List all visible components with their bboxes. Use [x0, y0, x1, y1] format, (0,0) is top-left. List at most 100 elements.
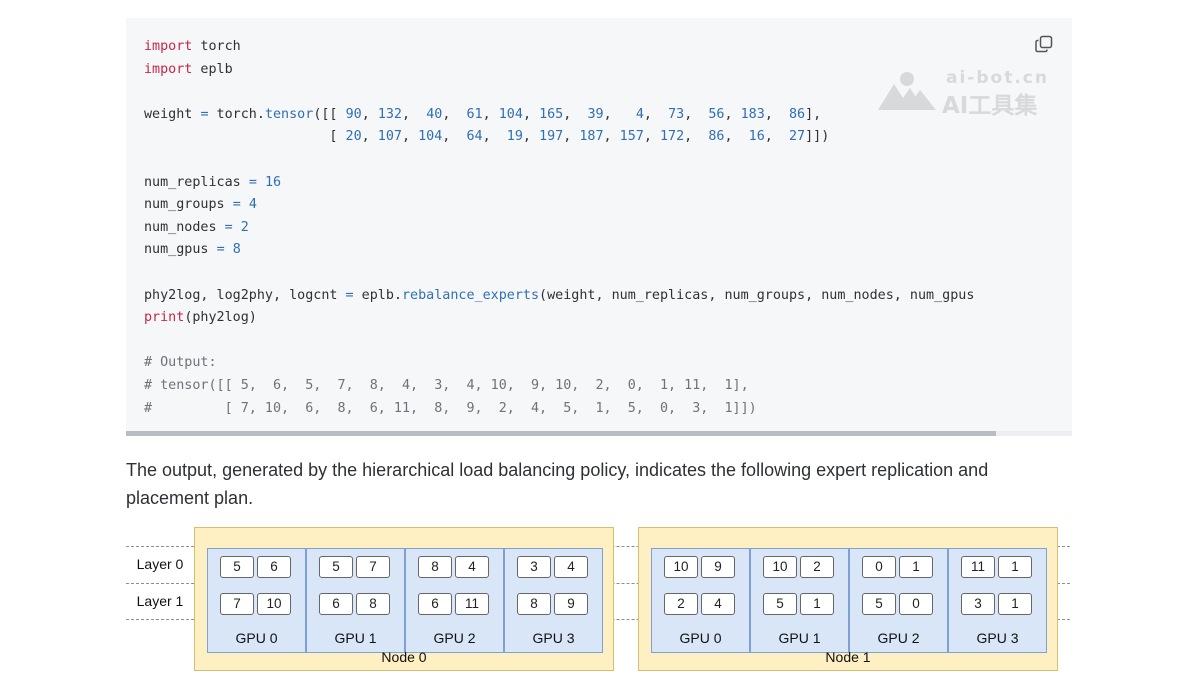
expert-box: 2: [800, 556, 834, 578]
code-line: weight = torch.tensor([[ 90, 132, 40, 61…: [144, 104, 974, 127]
code-token: eplb: [192, 61, 233, 77]
code-token: 61: [466, 106, 483, 122]
code-token: 20: [345, 129, 362, 145]
code-line: # [ 7, 10, 6, 8, 6, 11, 8, 9, 2, 4, 5, 1…: [144, 398, 974, 421]
code-token: ,: [684, 129, 709, 145]
expert-box: 7: [220, 593, 254, 615]
code-token: num_groups: [144, 197, 233, 213]
copy-icon: [1035, 35, 1053, 53]
gpu-label: GPU 2: [877, 630, 920, 646]
code-token: ,: [643, 129, 660, 145]
watermark-name: AI工具集: [942, 93, 1038, 119]
expert-box: 1: [998, 556, 1032, 578]
code-token: tensor: [264, 106, 314, 122]
code-token: # tensor([[ 5, 6, 5, 7, 8, 4, 3, 4, 10, …: [144, 377, 749, 393]
expert-box: 0: [899, 593, 933, 615]
layer-0-label: Layer 0: [136, 556, 184, 572]
code-token: =: [232, 197, 241, 213]
code-token: 19: [506, 129, 523, 145]
code-token: 86: [708, 129, 725, 145]
code-token: ,: [724, 129, 749, 145]
code-token: 16: [748, 129, 765, 145]
watermark-url: ai-bot.cn: [946, 68, 1049, 88]
code-token: 86: [789, 106, 806, 122]
expert-box: 1: [998, 593, 1032, 615]
expert-box: 1: [899, 556, 933, 578]
cloud-logo-icon: [878, 72, 936, 110]
code-token: rebalance_experts: [401, 287, 540, 303]
code-token: ([[: [313, 106, 346, 122]
code-token: [257, 175, 265, 190]
code-line: [ 20, 107, 104, 64, 19, 197, 187, 157, 1…: [144, 126, 974, 149]
code-token: 64: [466, 129, 483, 145]
expert-box: 10: [664, 556, 698, 578]
code-token: ,: [684, 106, 709, 122]
code-token: 183: [740, 106, 765, 122]
code-token: ,: [442, 106, 467, 122]
expert-box: 6: [257, 556, 291, 578]
expert-box: 9: [554, 593, 588, 615]
expert-box: 6: [319, 593, 353, 615]
watermark: ai-bot.cn AI工具集: [876, 68, 1066, 119]
expert-box: 4: [701, 593, 735, 615]
code-token: 4: [248, 197, 257, 213]
expert-box: 10: [257, 593, 291, 615]
code-line: [144, 81, 974, 104]
expert-box: 4: [455, 556, 489, 578]
gpu-label: GPU 3: [976, 630, 1019, 646]
code-token: ,: [563, 129, 580, 145]
code-token: 39: [587, 106, 604, 122]
expert-box: 2: [664, 593, 698, 615]
code-token: 132: [377, 106, 402, 122]
code-token: ,: [442, 129, 467, 145]
expert-box: 5: [319, 556, 353, 578]
code-token: print: [144, 310, 185, 326]
code-token: 197: [539, 129, 564, 145]
code-token: # Output:: [144, 355, 217, 371]
expert-box: 7: [356, 556, 390, 578]
expert-box: 6: [418, 593, 452, 615]
code-token: (phy2log): [184, 310, 257, 326]
code-token: 107: [377, 129, 402, 145]
gpu-label: GPU 0: [679, 630, 722, 646]
code-token: ,: [764, 129, 789, 145]
scrollbar-thumb[interactable]: [126, 431, 996, 436]
expert-box: 8: [517, 593, 551, 615]
code-line: num_replicas = 16: [144, 172, 974, 195]
layer-1-label: Layer 1: [136, 593, 184, 609]
code-token: 27: [788, 129, 806, 145]
code-token: num_gpus: [144, 242, 217, 258]
code-token: ]]): [805, 129, 830, 145]
expert-box: 0: [862, 556, 896, 578]
horizontal-scrollbar[interactable]: [126, 431, 1072, 436]
expert-box: 11: [961, 556, 995, 578]
code-token: 165: [539, 106, 564, 122]
gpu-label: GPU 0: [235, 630, 278, 646]
code-token: 104: [418, 129, 443, 145]
code-token: ,: [482, 129, 507, 145]
copy-button[interactable]: [1034, 34, 1054, 54]
code-token: =: [200, 106, 209, 122]
code-token: (weight, num_replicas, num_groups, num_n…: [539, 287, 975, 303]
code-line: [144, 330, 974, 353]
code-token: =: [248, 174, 257, 190]
code-token: ,: [361, 129, 378, 145]
code-line: num_groups = 4: [144, 194, 974, 217]
code-token: ,: [643, 106, 669, 122]
code-token: torch: [192, 39, 241, 54]
code-token: weight: [144, 106, 201, 122]
code-token: [241, 197, 249, 212]
code-token: num_replicas: [144, 174, 249, 190]
code-token: import: [144, 61, 193, 77]
code-line: num_nodes = 2: [144, 217, 974, 240]
code-token: ,: [522, 129, 540, 145]
code-token: 187: [579, 129, 604, 145]
code-line: phy2log, log2phy, logcnt = eplb.rebalanc…: [144, 285, 974, 308]
